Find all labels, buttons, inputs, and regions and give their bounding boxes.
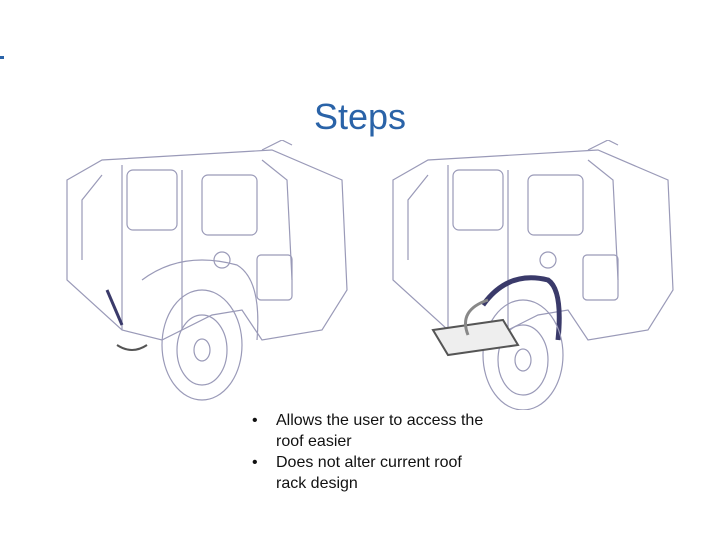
jeep-step-open-illustration: [388, 140, 678, 410]
bullet-text: Allows the user to access the roof easie…: [276, 412, 484, 450]
bullet-text: Does not alter current roof rack design: [276, 454, 462, 492]
slide-corner-mark: [0, 56, 4, 59]
bullet-glyph: •: [252, 454, 258, 471]
slide-title: Steps: [313, 96, 407, 137]
bullet-item: • Does not alter current roof rack desig…: [252, 452, 496, 494]
bullet-item: • Allows the user to access the roof eas…: [252, 410, 496, 452]
jeep-step-closed-illustration: [62, 140, 352, 410]
bullet-list: • Allows the user to access the roof eas…: [252, 410, 496, 494]
bullet-glyph: •: [252, 412, 258, 429]
